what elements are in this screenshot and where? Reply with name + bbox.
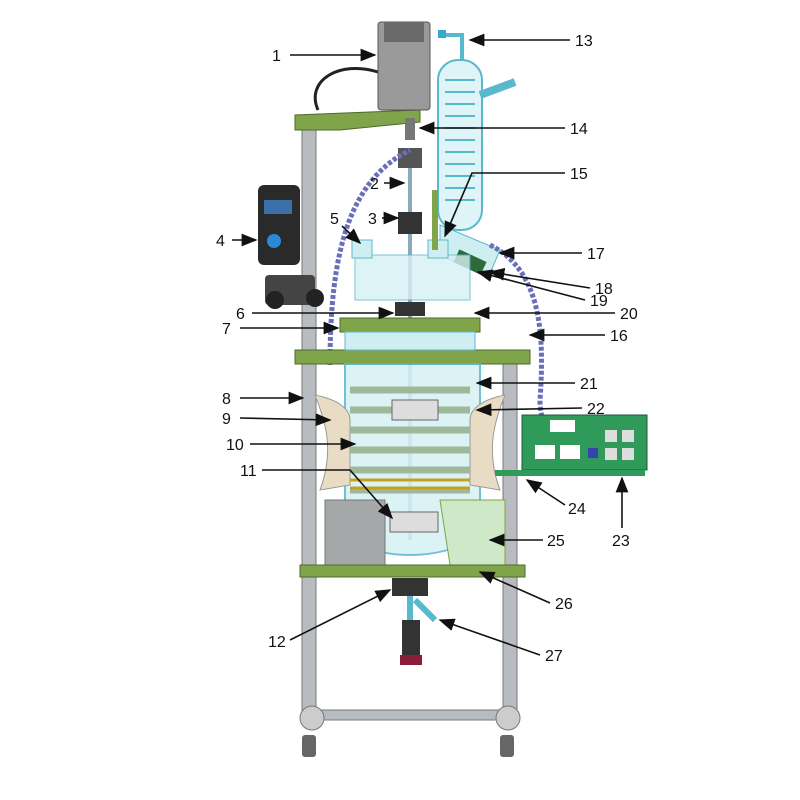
label-19: 19 [590, 293, 608, 310]
shaft-coupling [405, 118, 415, 140]
drain-handle [402, 620, 420, 660]
bottom-plate [299, 564, 526, 578]
label-14: 14 [570, 121, 588, 138]
heater-block [324, 499, 386, 566]
label-4: 4 [216, 233, 225, 250]
label-27: 27 [545, 648, 563, 665]
label-12: 12 [268, 634, 286, 651]
label-6: 6 [236, 306, 245, 323]
label-2: 2 [370, 176, 379, 193]
top-flange [339, 317, 481, 333]
label-13: 13 [575, 33, 593, 50]
label-5: 5 [330, 211, 339, 228]
label-3: 3 [368, 211, 377, 228]
support-plate [294, 349, 531, 365]
label-21: 21 [580, 376, 598, 393]
thermometer [432, 190, 438, 250]
heater-band [350, 478, 470, 490]
label-24: 24 [568, 501, 586, 518]
label-9: 9 [222, 411, 231, 428]
heating-mantle [314, 394, 351, 491]
label-1: 1 [272, 48, 281, 65]
impeller-lower [389, 511, 439, 533]
caster-wheel [495, 705, 521, 731]
coolant-hose [327, 147, 412, 366]
reactor-lid [354, 254, 471, 301]
drain-valve [392, 578, 428, 596]
label-15: 15 [570, 166, 588, 183]
motor-cable [313, 66, 379, 111]
control-box [495, 414, 648, 476]
label-10: 10 [226, 437, 244, 454]
label-17: 17 [587, 246, 605, 263]
callout-labels: 1 2 3 4 5 6 7 8 9 10 11 12 13 14 15 16 1… [216, 33, 638, 665]
callout-arrows [232, 33, 629, 656]
label-20: 20 [620, 306, 638, 323]
label-8: 8 [222, 391, 231, 408]
caster-wheel [299, 705, 325, 731]
label-22: 22 [587, 401, 605, 418]
label-18: 18 [595, 281, 613, 298]
label-16: 16 [610, 328, 628, 345]
label-7: 7 [222, 321, 231, 338]
label-25: 25 [547, 533, 565, 550]
condenser [437, 30, 517, 231]
insulation [439, 499, 506, 566]
lid-clamp [395, 302, 425, 316]
condenser-hose [488, 242, 581, 463]
label-26: 26 [555, 596, 573, 613]
label-23: 23 [612, 533, 630, 550]
circulator-controller [258, 185, 324, 309]
motor-arm [294, 109, 421, 131]
port [351, 239, 373, 259]
label-11: 11 [240, 463, 257, 480]
shaft-seal [398, 212, 422, 234]
impeller [391, 399, 439, 421]
